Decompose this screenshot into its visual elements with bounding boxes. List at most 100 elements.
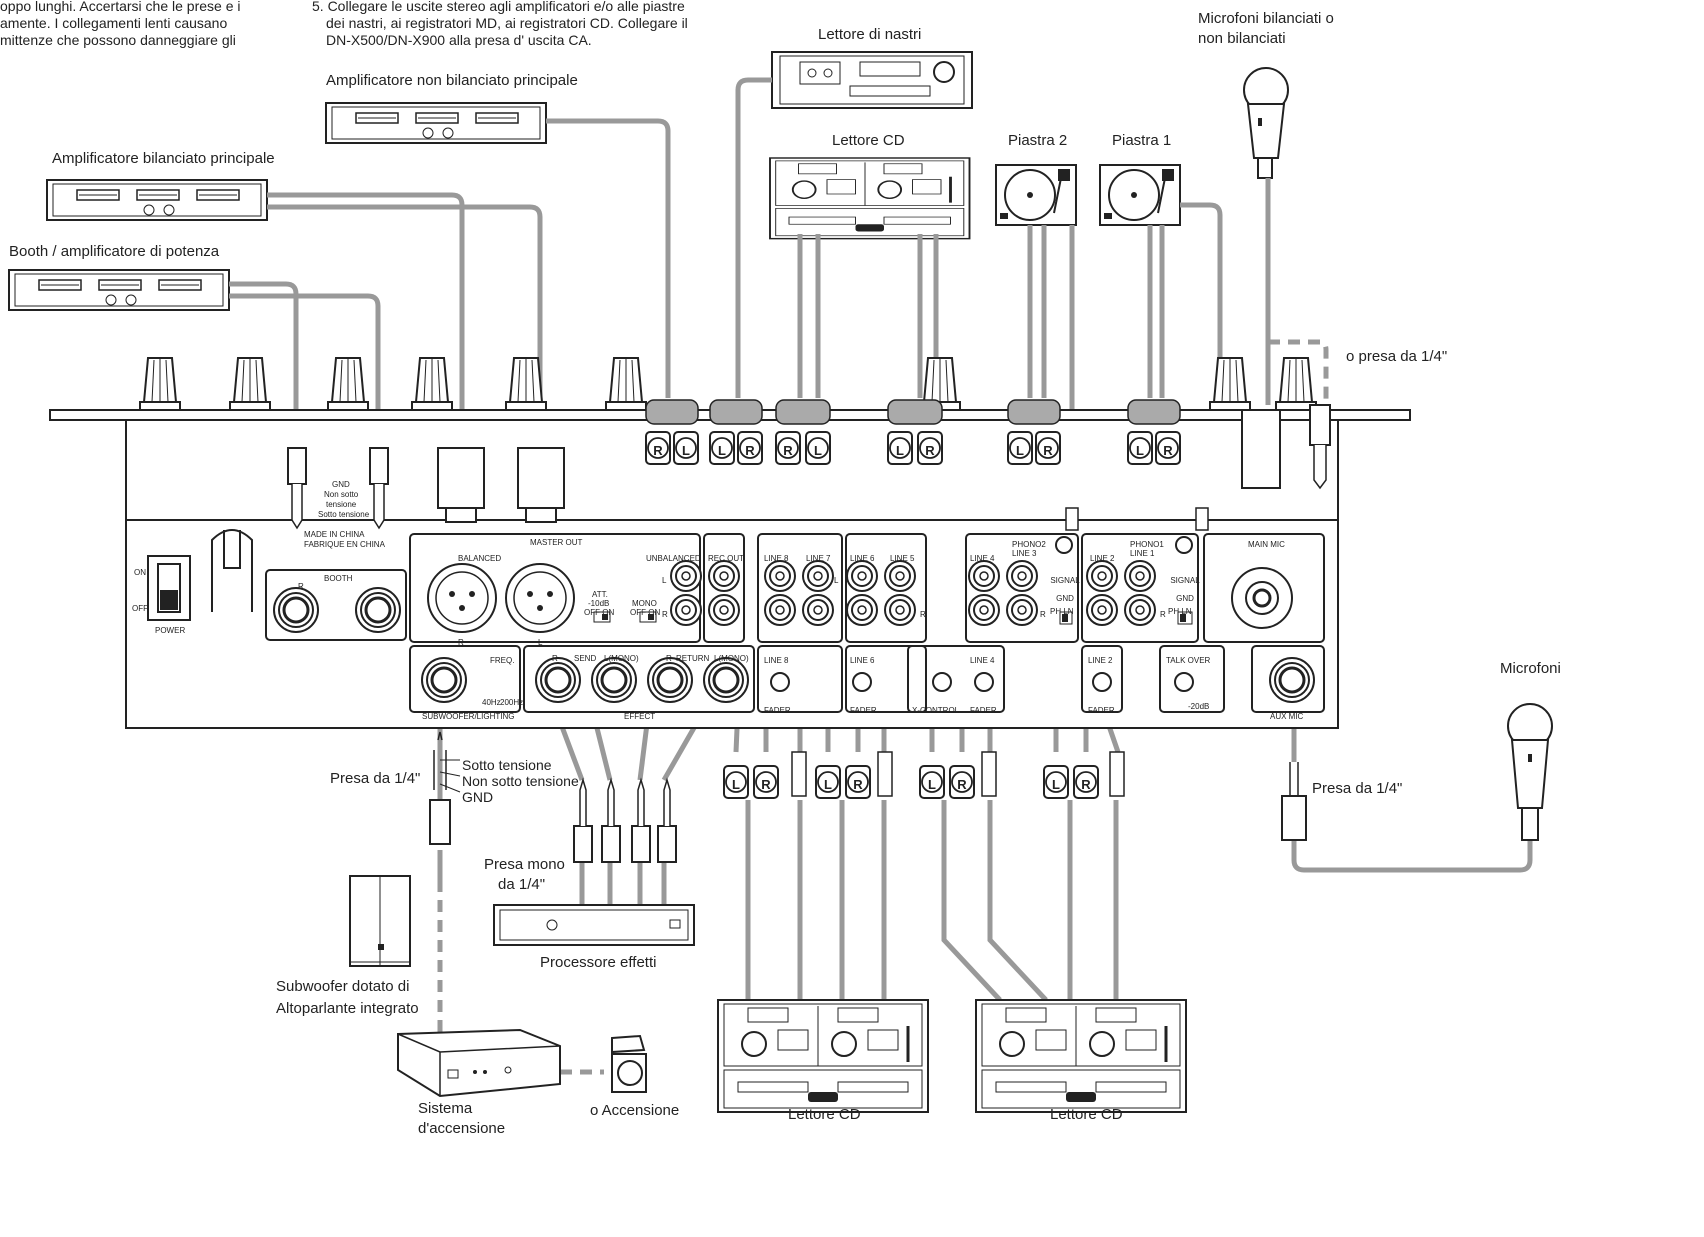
intro-right-line-2: dei nastri, ai registratori MD, ai regis… [326,15,688,31]
panel-sub-lighting: SUBWOOFER/LIGHTING [422,712,515,721]
panel-40hz: 40Hz [482,698,501,707]
panel-tensione: tensione [326,500,357,509]
panel-r-unbal: R [662,610,668,619]
intro-left-line-3: mittenze che possono danneggiare gli [0,32,236,48]
plug-letter: R [925,443,935,458]
bottom-cd-1-device [716,998,930,1114]
lighting-device [397,1028,561,1098]
plug-letter: L [1016,443,1024,458]
plug-letter: R [1043,443,1053,458]
rca-plugs-top [645,399,1181,465]
plug-letter: L [1052,777,1060,792]
plug-letter: R [745,443,755,458]
label-deck1: Piastra 1 [1112,132,1172,149]
panel-att: ATT. [592,590,608,599]
label-mics-top-2: non bilanciati [1198,30,1286,47]
panel-line8: LINE 8 [764,554,789,563]
panel-line6-fader: LINE 6 [850,656,875,665]
panel-signal-gnd-1: SIGNAL GND [1170,576,1200,603]
bottom-cd-2-device [974,998,1188,1114]
panel-line4: LINE 4 [970,554,995,563]
mixer [49,357,1411,729]
panel-plugs [287,404,1331,531]
panel-on: ON [134,568,146,577]
plug-letter: R [653,443,663,458]
label-subwoofer-1: Subwoofer dotato di [276,978,410,995]
panel-talk-over: TALK OVER [1166,656,1211,665]
plug-letter: R [1081,777,1091,792]
panel-mono: MONO [632,599,657,608]
panel-phono1: PHONO1 LINE 1 [1130,540,1164,558]
panel-effect: EFFECT [624,712,656,721]
plug-letter: L [896,443,904,458]
label-lighting-1: Sistema [418,1100,473,1117]
booth-amp-device [8,269,230,311]
panel-balanced: BALANCED [458,554,502,563]
panel-signal-gnd-2: SIGNAL GND [1050,576,1080,603]
effects-processor-device [493,904,695,946]
panel-l-bal: L [538,638,543,647]
panel-booth: BOOTH [324,574,353,583]
panel-freq: FREQ. [490,656,515,665]
intro-left: oppo lunghi. Accertarsi che le prese e i… [0,0,240,49]
plug-letter: L [718,443,726,458]
panel-main-mic: MAIN MIC [1248,540,1285,549]
panel-r-phono1: R [1160,610,1166,619]
label-deck2: Piastra 2 [1008,132,1068,149]
label-gnd: GND [462,789,494,805]
light-device [611,1034,647,1093]
panel-line2: LINE 2 [1090,554,1115,563]
plug-letter: L [732,777,740,792]
panel-unbalanced: UNBALANCED [646,554,701,563]
label-mono-jack-2: da 1/4" [498,876,546,893]
label-mono-jack-1: Presa mono [484,856,565,873]
label-balanced-amp: Amplificatore bilanciato principale [52,150,275,167]
label-lighting-alt: o Accensione [590,1102,680,1119]
panel-return: RETURN [676,654,710,663]
rca-plugs-bottom [723,751,1125,799]
intro-left-line-1: oppo lunghi. Accertarsi che le prese e i [0,0,241,14]
intro-right-line-3: DN-X500/DN-X900 alla presa d' uscita CA. [326,32,592,48]
label-ring: Non sotto tensione [462,773,579,789]
plug-letter: R [853,777,863,792]
panel-off: OFF [132,604,148,613]
intro-right-line-1: 5. Collegare le uscite stereo agli ampli… [312,0,685,14]
label-booth-amp: Booth / amplificatore di potenza [9,243,220,260]
label-lighting-2: d'accensione [418,1120,506,1137]
label-tip: Sotto tensione [462,757,552,773]
top-cd-device [768,156,971,241]
panel-ph-ln-1: PH LN [1168,607,1192,616]
label-cd-bottom-1: Lettore CD [788,1106,861,1123]
label-subwoofer-2: Altoparlante integrato [276,1000,419,1017]
panel-aux-mic: AUX MIC [1270,712,1304,721]
unbalanced-amp-device [325,102,547,144]
plug-letter: R [957,777,967,792]
label-quarter-jack-right: Presa da 1/4" [1312,780,1403,797]
intro-right: 5. Collegare le uscite stereo agli ampli… [312,0,688,49]
panel-fader-6: FADER [850,706,877,715]
panel-fader-2: FADER [1088,706,1115,715]
deck1-device [1099,164,1181,226]
label-quarter-jack-left: Presa da 1/4" [330,770,421,787]
deck2-device [995,164,1077,226]
panel-r-line5: R [920,610,926,619]
panel-rec-out: REC OUT [708,554,744,563]
panel-fader-4: FADER [970,706,997,715]
panel-master-out: MASTER OUT [530,538,583,547]
panel-send: SEND [574,654,597,663]
label-tape-player: Lettore di nastri [818,26,922,43]
panel-r-send: R [552,654,558,663]
panel-gnd: GND [332,480,350,489]
plug-letter: L [682,443,690,458]
panel-send-lmono: L(MONO) [604,654,639,663]
plug-letter: L [824,777,832,792]
plug-letter: R [1163,443,1173,458]
panel-l-unbal: L [662,576,667,585]
panel-phono2: PHONO2 LINE 3 [1012,540,1046,558]
aux-mic-plug [1281,762,1307,841]
panel-off-on-1: OFF ON [584,608,615,617]
panel-non-sotto: Non sotto [324,490,359,499]
panel-return-lmono: L(MONO) [714,654,749,663]
